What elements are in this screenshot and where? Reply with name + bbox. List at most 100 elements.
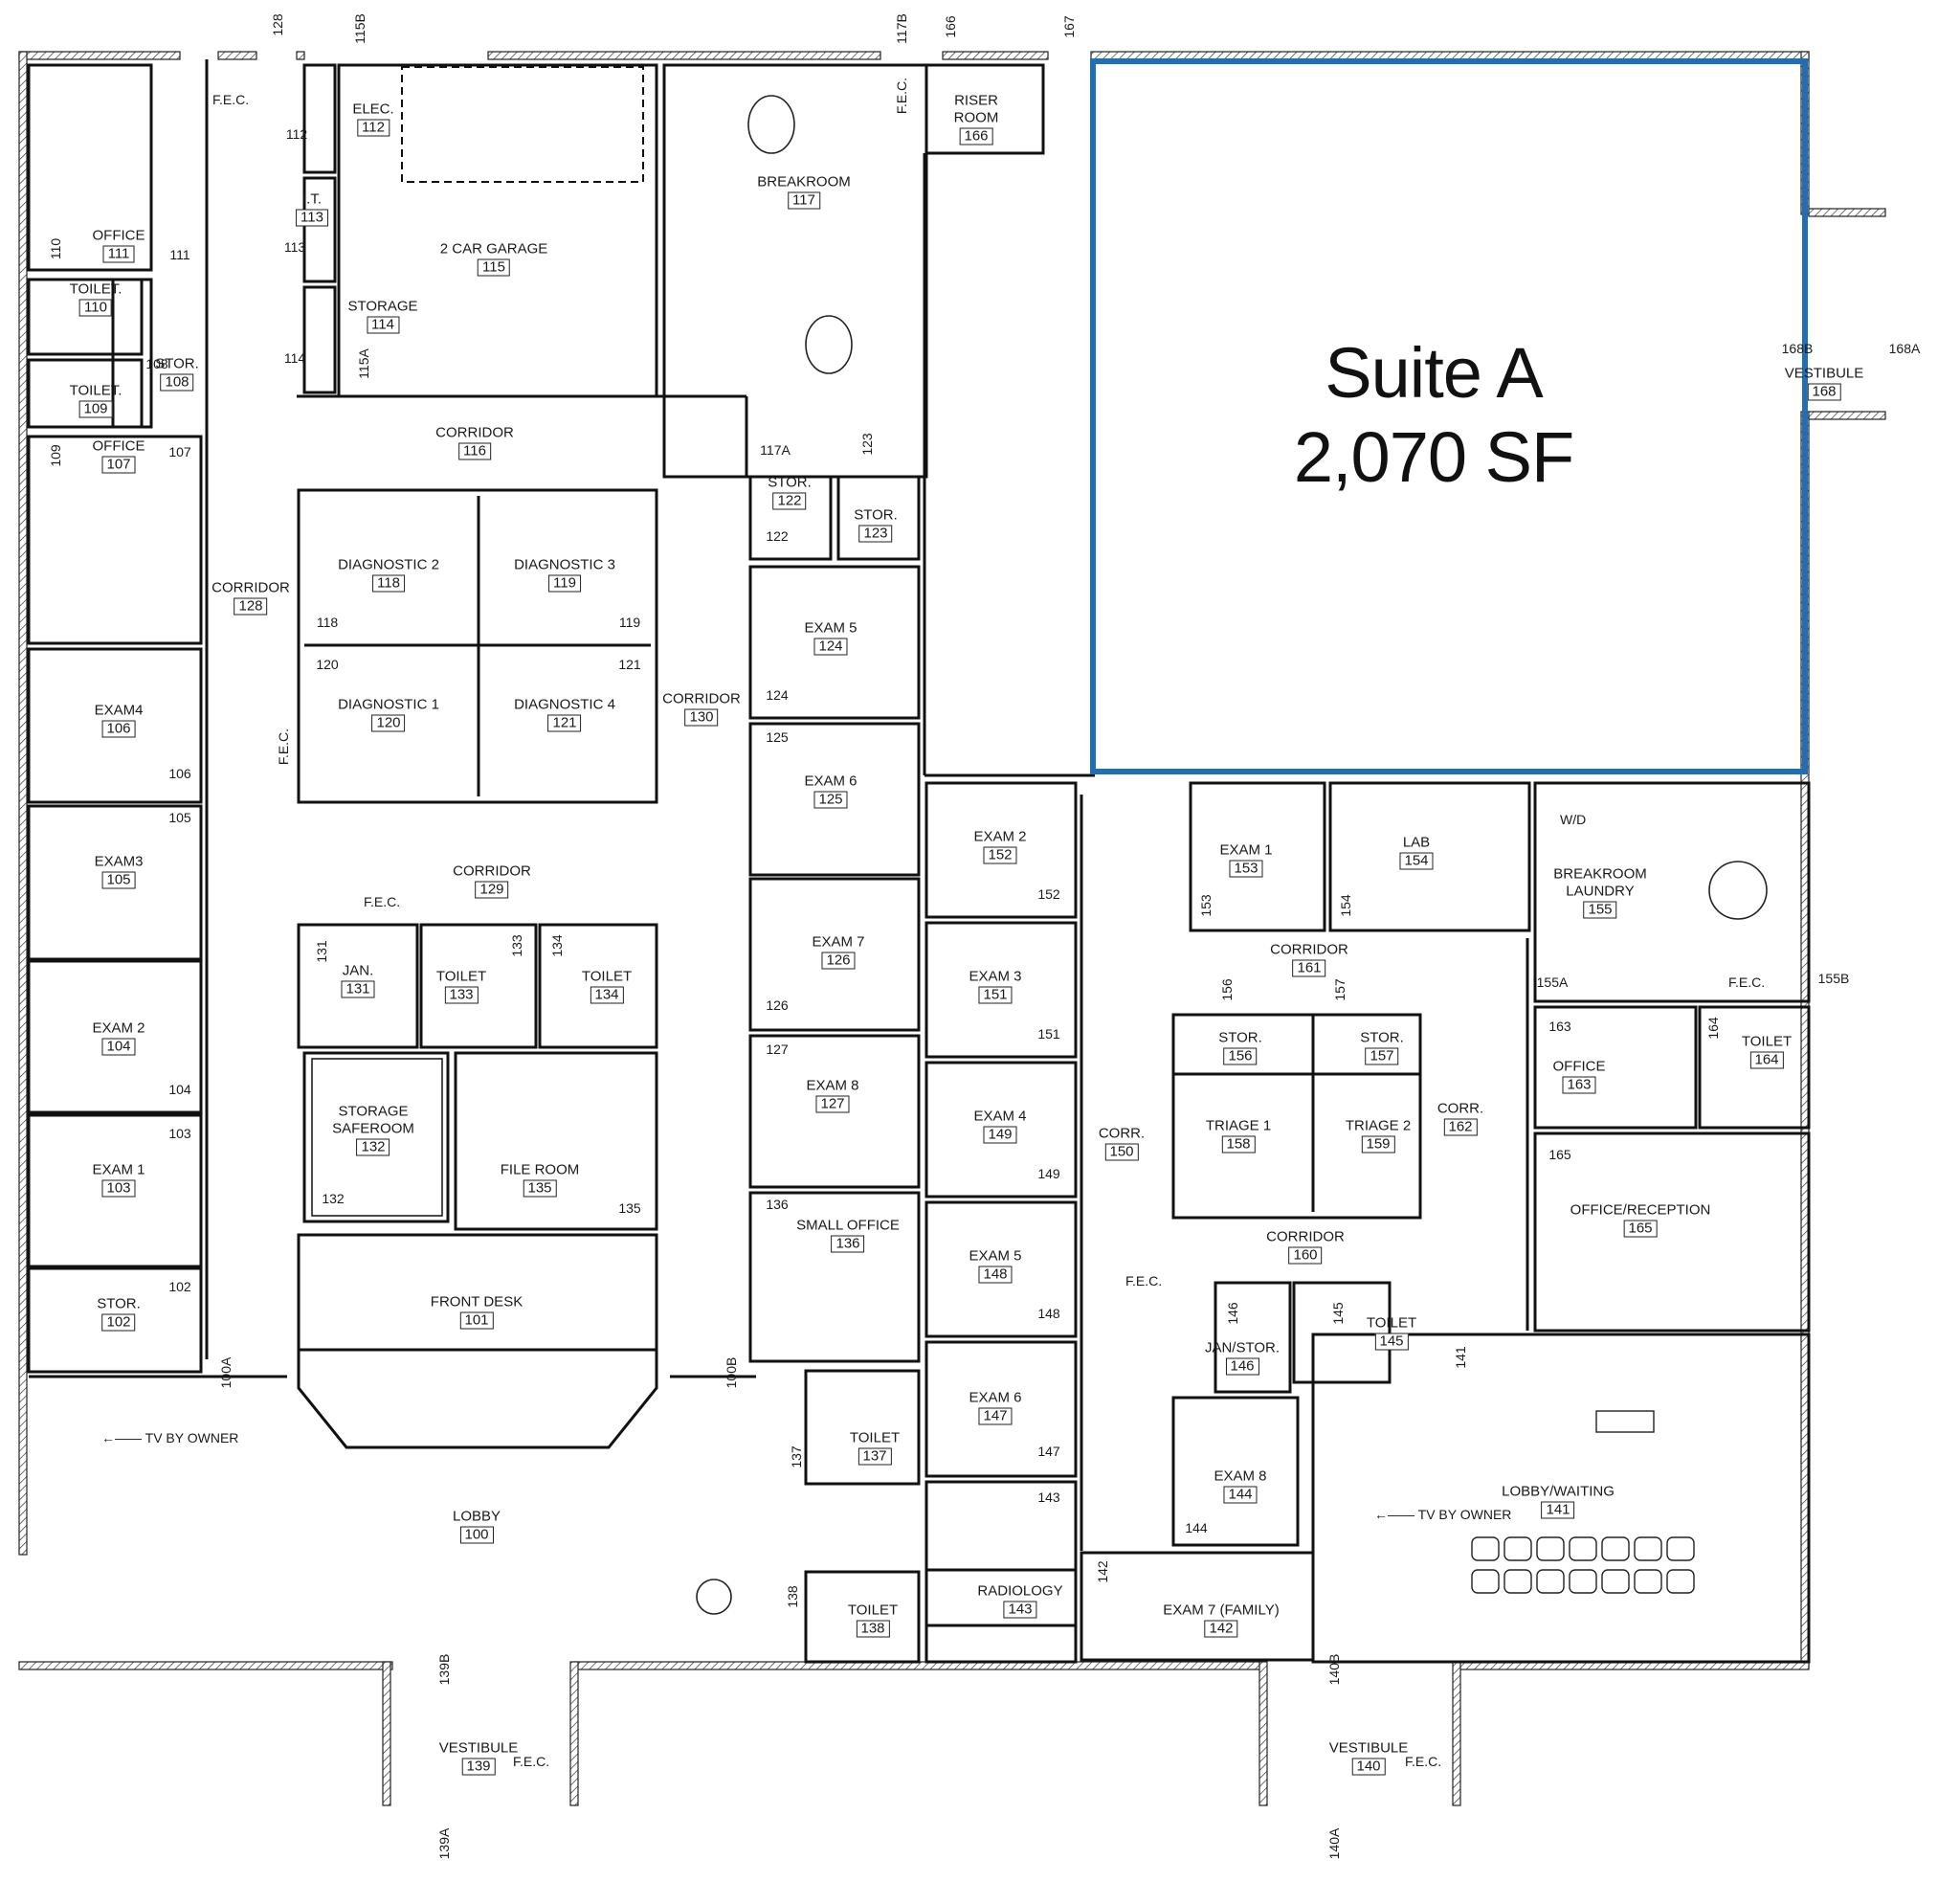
room-name: I.T.	[301, 190, 323, 208]
room-number: 121	[547, 714, 582, 732]
door-tag-144: 144	[1185, 1520, 1208, 1535]
room-156[interactable]: STOR.156	[1218, 1030, 1262, 1065]
room-142[interactable]: EXAM 7 (FAMILY)142	[1163, 1602, 1280, 1638]
room-122[interactable]: STOR.122	[768, 475, 812, 510]
door-tag-167: 167	[1061, 15, 1077, 38]
room-123[interactable]: STOR.123	[854, 507, 898, 543]
room-number: 139	[461, 1758, 496, 1776]
door-tag-125: 125	[766, 729, 789, 745]
fire-extinguisher-note: F.E.C.	[894, 77, 909, 115]
room-number: 115	[478, 258, 510, 277]
door-tag-131: 131	[314, 940, 329, 963]
room-113[interactable]: I.T.113	[296, 191, 328, 227]
room-102[interactable]: STOR.102	[97, 1296, 141, 1332]
door-tag-114: 114	[283, 350, 306, 366]
room-108[interactable]: STOR.108	[155, 356, 199, 392]
room-name: FILE ROOM	[500, 1161, 580, 1178]
door-tag-124: 124	[766, 687, 789, 703]
door-tag-120: 120	[316, 657, 339, 672]
door-tag-133: 133	[509, 934, 524, 957]
room-number: 110	[79, 299, 112, 317]
door-tag-126: 126	[766, 997, 789, 1013]
room-157[interactable]: STOR.157	[1360, 1030, 1404, 1065]
washer-dryer-note: W/D	[1560, 812, 1587, 827]
room-109[interactable]: TOILET.109	[70, 383, 122, 418]
room-number: 138	[856, 1620, 890, 1638]
door-tag-140a: 140A	[1326, 1827, 1342, 1860]
room-150[interactable]: CORR.150	[1099, 1126, 1145, 1161]
room-number: 118	[372, 574, 405, 593]
room-112[interactable]: ELEC.112	[352, 101, 394, 137]
tv-by-owner-note: ←—— TV BY OWNER	[101, 1430, 239, 1445]
room-number: 107	[101, 456, 136, 474]
door-tag-122: 122	[766, 528, 789, 544]
room-number: 152	[983, 846, 1017, 864]
room-110[interactable]: TOILET.110	[70, 281, 122, 317]
door-tag-146: 146	[1225, 1302, 1240, 1325]
door-tag-143: 143	[1037, 1490, 1060, 1505]
room-name: STORAGE	[347, 298, 418, 315]
room-162[interactable]: CORR.162	[1437, 1101, 1483, 1136]
room-name: TRIAGE 1	[1205, 1117, 1272, 1134]
room-number: 123	[858, 525, 893, 543]
room-131[interactable]: JAN.131	[341, 963, 375, 998]
door-tag-119: 119	[618, 615, 641, 630]
room-146[interactable]: JAN/STOR.146	[1205, 1340, 1280, 1376]
